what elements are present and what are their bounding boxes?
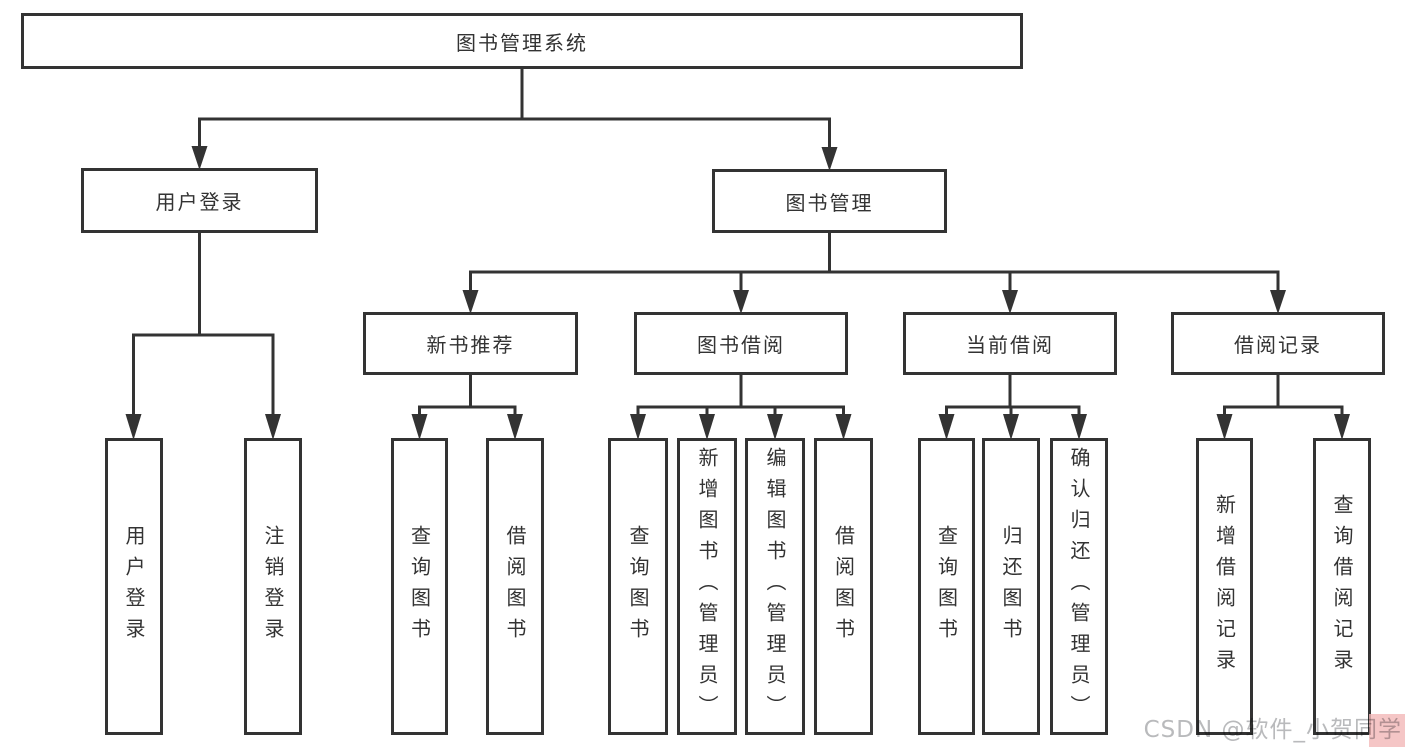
leaf-user-login-label: 用户登录 bbox=[122, 524, 146, 649]
leaf-query-borrow-record: 查询借阅记录 bbox=[1313, 438, 1371, 735]
node-book-management: 图书管理 bbox=[712, 169, 947, 233]
node-book-borrow-label: 图书借阅 bbox=[697, 333, 785, 357]
leaf-add-borrow-record: 新增借阅记录 bbox=[1196, 438, 1253, 735]
leaf-add-book-admin: 新增图书（管理员） bbox=[677, 438, 737, 735]
csdn-watermark: CSDN @软件_小贺同学 bbox=[1143, 717, 1402, 743]
leaf-query-book-borrow-label: 查询图书 bbox=[626, 524, 650, 649]
arrowhead-group bbox=[125, 146, 1350, 440]
leaf-borrow-book: 借阅图书 bbox=[814, 438, 873, 735]
leaf-user-login: 用户登录 bbox=[105, 438, 163, 735]
leaf-confirm-return-admin: 确认归还（管理员） bbox=[1050, 438, 1108, 735]
leaf-query-book-recommend: 查询图书 bbox=[391, 438, 448, 735]
leaf-logout-label: 注销登录 bbox=[261, 524, 285, 649]
node-current-borrow: 当前借阅 bbox=[903, 312, 1117, 375]
leaf-borrow-book-recommend-label: 借阅图书 bbox=[503, 524, 527, 649]
node-new-book-recommend: 新书推荐 bbox=[363, 312, 578, 375]
node-current-borrow-label: 当前借阅 bbox=[966, 333, 1054, 357]
node-borrow-record-label: 借阅记录 bbox=[1234, 333, 1322, 357]
leaf-add-borrow-record-label: 新增借阅记录 bbox=[1212, 493, 1237, 680]
leaf-query-book-current: 查询图书 bbox=[918, 438, 975, 735]
node-root-label: 图书管理系统 bbox=[456, 30, 588, 55]
node-borrow-record: 借阅记录 bbox=[1171, 312, 1385, 375]
leaf-borrow-book-label: 借阅图书 bbox=[831, 524, 856, 649]
node-book-borrow: 图书借阅 bbox=[634, 312, 848, 375]
leaf-edit-book-admin-label: 编辑图书（管理员） bbox=[763, 447, 787, 726]
leaf-confirm-return-admin-label: 确认归还（管理员） bbox=[1067, 447, 1091, 726]
leaf-add-book-admin-label: 新增图书（管理员） bbox=[695, 447, 719, 726]
node-new-book-recommend-label: 新书推荐 bbox=[426, 333, 515, 357]
leaf-return-book-label: 归还图书 bbox=[999, 524, 1023, 649]
node-book-management-label: 图书管理 bbox=[785, 190, 874, 215]
leaf-edit-book-admin: 编辑图书（管理员） bbox=[745, 438, 805, 735]
leaf-return-book: 归还图书 bbox=[982, 438, 1040, 735]
leaf-logout: 注销登录 bbox=[244, 438, 302, 735]
leaf-query-book-recommend-label: 查询图书 bbox=[407, 524, 432, 649]
leaf-borrow-book-recommend: 借阅图书 bbox=[486, 438, 544, 735]
leaf-query-borrow-record-label: 查询借阅记录 bbox=[1330, 493, 1354, 680]
leaf-query-book-borrow: 查询图书 bbox=[608, 438, 668, 735]
node-root: 图书管理系统 bbox=[21, 13, 1023, 69]
node-user-login-label: 用户登录 bbox=[155, 190, 244, 214]
watermark-accent-block bbox=[1369, 714, 1405, 747]
node-user-login: 用户登录 bbox=[81, 168, 318, 233]
leaf-query-book-current-label: 查询图书 bbox=[934, 524, 959, 649]
